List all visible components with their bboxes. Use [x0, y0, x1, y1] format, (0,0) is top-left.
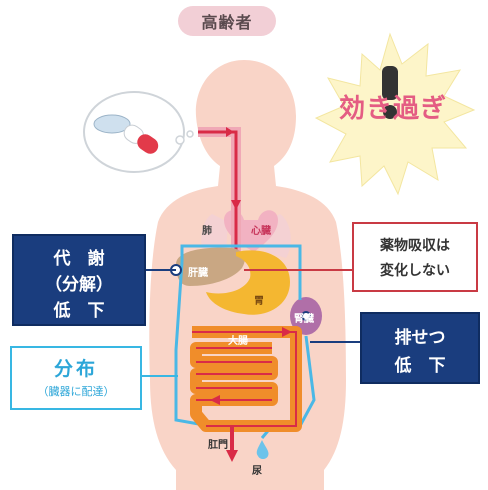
heart-label: 心臓: [251, 222, 271, 237]
liver-label: 肝臓: [188, 264, 208, 279]
lung-label: 肺: [202, 222, 212, 237]
large-intestine-label: 大腸: [228, 332, 248, 347]
excretion-line1: 排せつ: [362, 323, 478, 348]
metabolism-box: 代 謝 （分解） 低 下: [12, 234, 146, 326]
distribution-sub: （臓器に配達）: [12, 383, 140, 399]
burst-label: 効き過ぎ: [318, 88, 468, 125]
distribution-main: 分布: [12, 354, 140, 381]
excretion-box: 排せつ 低 下: [360, 312, 480, 384]
absorption-box: 薬物吸収は 変化しない: [352, 222, 478, 292]
metabolism-line1: 代 謝: [14, 244, 144, 269]
excretion-line2: 低 下: [362, 351, 478, 376]
absorption-line1: 薬物吸収は: [354, 235, 476, 255]
absorption-line2: 変化しない: [354, 260, 476, 280]
metabolism-line3: 低 下: [14, 296, 144, 321]
metabolism-line2: （分解）: [14, 270, 144, 295]
thought-dot: [176, 136, 184, 144]
thought-dot: [187, 131, 193, 137]
kidney-label: 腎臓: [294, 310, 314, 325]
urine-label: 尿: [252, 462, 262, 477]
anus-label: 肛門: [208, 436, 228, 451]
stomach-label: 胃: [254, 292, 264, 307]
distribution-box: 分布 （臓器に配達）: [10, 346, 142, 410]
